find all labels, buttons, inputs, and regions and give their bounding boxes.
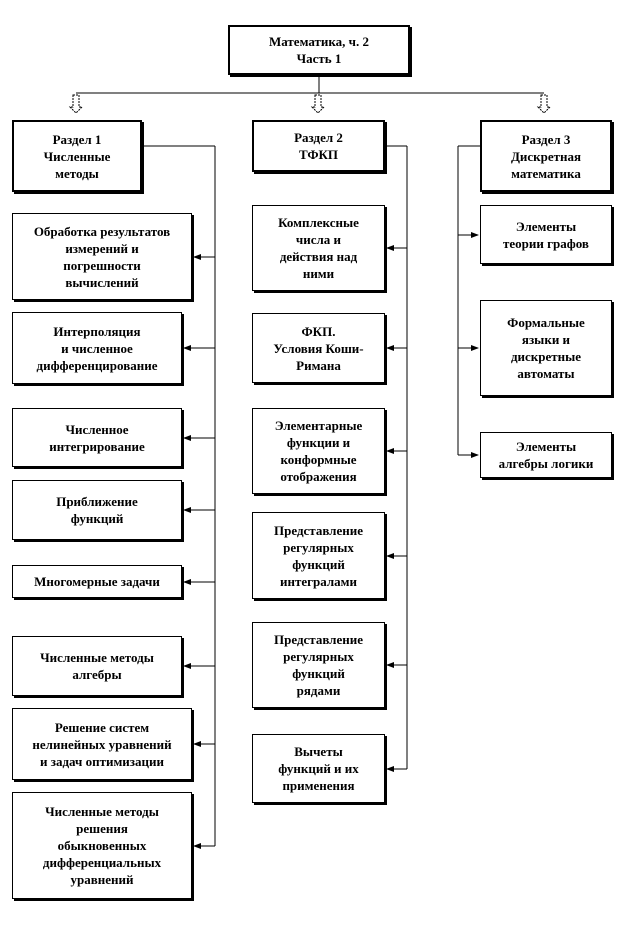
section-1-item-5: Многомерные задачи xyxy=(12,565,182,598)
section-3-item-1-line-2: теории графов xyxy=(503,235,589,251)
section-2-item-6-line-2: функций и их xyxy=(278,761,359,776)
section-2-item-2-line-3: Римана xyxy=(296,357,341,373)
section-2-item-4-line-3: функций xyxy=(292,556,345,572)
section-3-header-line-3: математика xyxy=(511,165,581,181)
section-2-item-2-line-1: ФКП. xyxy=(301,323,336,339)
section-3-item-2-line-3: дискретные xyxy=(510,349,582,364)
section-2-item-1-line-1: Комплексные xyxy=(278,215,359,230)
section-3-item-2-line-1: Формальные xyxy=(507,315,585,330)
root-box: Математика, ч. 2 Часть 1 xyxy=(228,25,410,75)
section-1-item-3-line-2: интегрирование xyxy=(49,438,145,454)
section-3-header-line-2: Дискретная xyxy=(510,148,582,164)
section-2-item-5: Представление регулярных функций рядами xyxy=(252,622,385,708)
section-1-item-1-line-2: измерений и xyxy=(65,240,139,256)
section-3-item-2-line-4: автоматы xyxy=(517,366,575,381)
section-1-item-7-line-3: и задач оптимизации xyxy=(39,753,164,769)
section-1-item-1-line-4: вычислений xyxy=(65,274,139,290)
arrow-to-section-3 xyxy=(536,94,552,114)
section-3-item-2: Формальные языки и дискретные автоматы xyxy=(480,300,612,396)
section-2-item-1: Комплексные числа и действия над ними xyxy=(252,205,385,291)
section-1-item-7-line-1: Решение систем xyxy=(54,719,150,735)
section-1-item-1-line-1: Обработка результатов xyxy=(33,223,171,239)
section-1-item-4: Приближение функций xyxy=(12,480,182,540)
connector-lines xyxy=(68,75,552,849)
section-1-item-6-line-1: Численные методы xyxy=(40,650,154,665)
section-2-item-5-line-1: Представление xyxy=(274,632,363,647)
section-2-item-6-line-3: применения xyxy=(282,778,355,793)
section-2-item-4-line-4: интегралами xyxy=(279,573,358,589)
root-box-line-2: Часть 1 xyxy=(296,51,342,66)
section-2-item-5-line-2: регулярных xyxy=(283,649,354,664)
section-2-item-1-line-2: числа и xyxy=(295,232,342,247)
section-1-item-2-line-2: и численное xyxy=(61,340,133,356)
section-3-item-1-line-1: Элементы xyxy=(515,218,577,234)
section-2-item-3-line-1: Элементарные xyxy=(274,418,363,433)
section-2-header-line-2: ТФКП xyxy=(298,147,339,162)
section-1-item-8-line-3: обыкновенных xyxy=(57,838,147,853)
section-1-item-4-line-1: Приближение xyxy=(56,494,138,509)
section-1-item-4-line-2: функций xyxy=(70,511,124,526)
section-1-item-1-line-3: погрешности xyxy=(63,257,141,273)
section-2-item-1-line-3: действия над xyxy=(279,249,358,264)
section-2-item-3-line-4: отображения xyxy=(280,469,357,484)
section-1-item-6: Численные методы алгебры xyxy=(12,636,182,696)
section-2-item-2: ФКП.Условия Коши-Римана xyxy=(252,313,385,383)
section-1-item-6-line-2: алгебры xyxy=(72,667,122,682)
section-2-item-2-line-2: Условия Коши- xyxy=(273,340,364,356)
section-1-item-2-line-1: Интерполяция xyxy=(53,323,141,339)
arrow-to-section-1 xyxy=(68,94,84,114)
section-2-item-3-line-2: функции и xyxy=(286,435,351,450)
section-2-item-1-line-4: ними xyxy=(302,266,335,281)
section-1-item-8-line-5: уравнений xyxy=(70,872,134,887)
section-2-item-3: Элементарные функции и конформные отображен… xyxy=(252,408,385,494)
section-3-item-3: Элементы алгебры логики xyxy=(480,432,612,478)
section-2-item-6: Вычеты функций и их применения xyxy=(252,734,385,803)
section-1-item-8-line-4: дифференциальных xyxy=(42,855,162,870)
section-2-header-line-1: Раздел 2 xyxy=(294,130,343,145)
section-1-item-7-line-2: нелинейных уравнений xyxy=(32,736,172,752)
section-3-item-2-line-2: языки и xyxy=(521,332,571,347)
section-3-item-3-line-1: Элементы xyxy=(515,439,577,454)
section-3-item-3-line-2: алгебры логики xyxy=(498,456,594,471)
section-1-item-2-line-3: дифференцирование xyxy=(36,357,158,373)
section-1-item-5-line-1: Многомерные задачи xyxy=(34,574,160,589)
section-1-header-line-3: методы xyxy=(55,165,99,181)
section-1-item-8: Численные методы решения обыкновенных диффе… xyxy=(12,792,192,899)
section-2-item-5-line-3: функций xyxy=(292,666,345,681)
arrow-to-section-2 xyxy=(310,94,326,114)
section-2-item-5-line-4: рядами xyxy=(296,683,341,698)
section-2-item-4-line-2: регулярных xyxy=(283,539,354,555)
section-3-header-line-1: Раздел 3 xyxy=(521,131,571,147)
section-2-item-4-line-1: Представление xyxy=(274,522,363,538)
section-1-header-line-2: Численные xyxy=(43,148,111,164)
section-2-item-6-line-1: Вычеты xyxy=(294,744,343,759)
section-1-header-line-1: Раздел 1 xyxy=(52,131,102,147)
section-2-header: Раздел 2 ТФКП xyxy=(252,120,385,172)
section-1-item-3-line-1: Численное xyxy=(65,421,129,437)
section-1-item-8-line-1: Численные методы xyxy=(45,804,159,819)
section-1-item-8-line-2: решения xyxy=(76,821,128,836)
section-2-item-3-line-3: конформные xyxy=(280,452,357,467)
root-box-line-1: Математика, ч. 2 xyxy=(268,34,370,49)
